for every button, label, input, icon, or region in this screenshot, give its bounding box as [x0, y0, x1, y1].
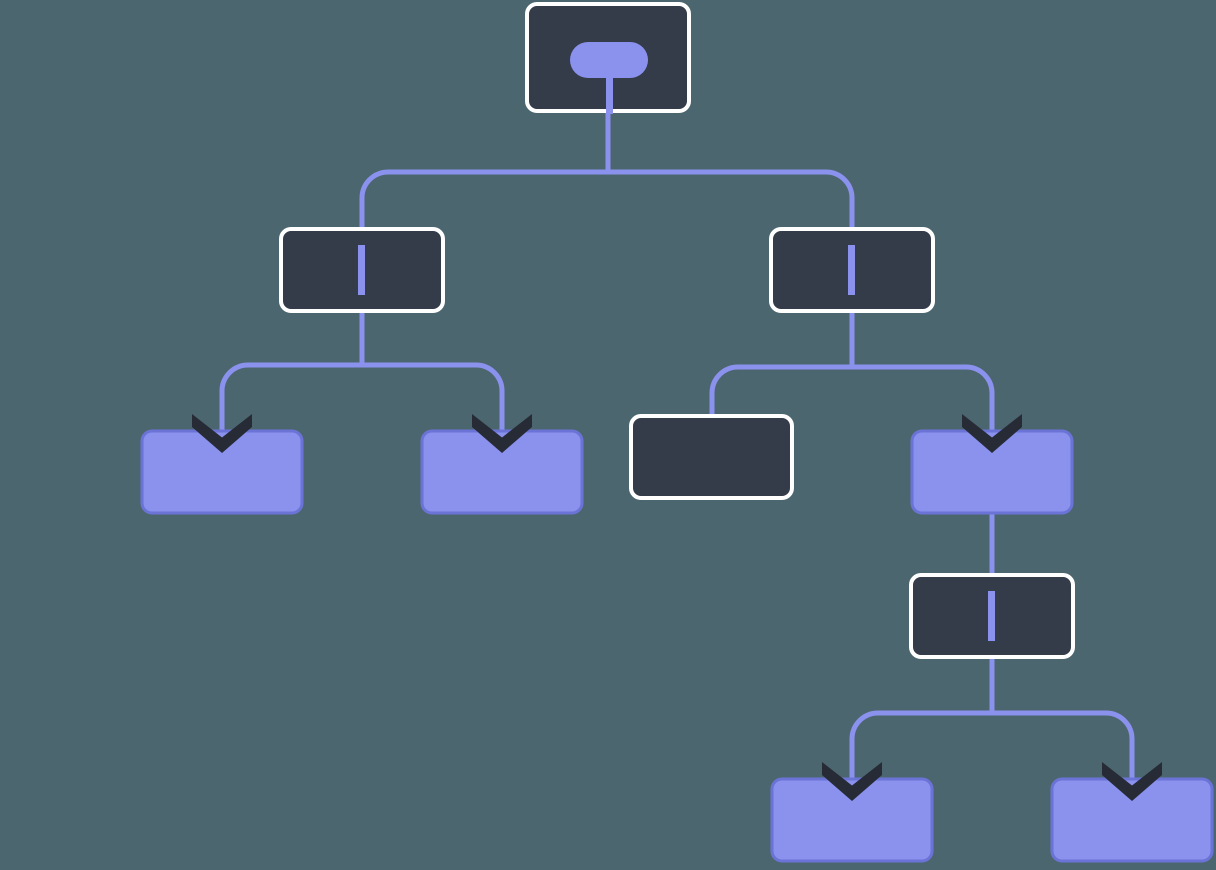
connector-segment-left-branch — [709, 364, 852, 440]
arrowhead-arrow-l3-leaf-2 — [472, 414, 532, 453]
node-body-l3-leaf-2[interactable] — [420, 429, 584, 515]
connector-l4-to-l5 — [849, 657, 1135, 788]
node-inner-line-l4-dark — [988, 591, 995, 641]
node-inner-stem-root — [606, 74, 613, 114]
connector-segment-right-branch — [992, 710, 1135, 788]
node-inner-line-l2-left — [358, 245, 365, 295]
connector-l2-right-to-children — [709, 311, 995, 440]
connector-l2-left-to-leaves — [219, 311, 505, 440]
arrowhead-arrow-l5-leaf-1 — [822, 762, 882, 801]
arrowhead-arrow-l3-leaf-1 — [192, 414, 252, 453]
connector-overlay-layer — [358, 42, 995, 641]
arrowhead-arrow-l3-purple-branch — [962, 414, 1022, 453]
connector-segment-right-branch — [852, 364, 995, 440]
connectors-layer — [219, 111, 1135, 788]
connector-segment-left-branch — [219, 362, 362, 440]
connector-root-to-level2 — [359, 111, 855, 229]
nodes-layer — [140, 2, 1214, 863]
node-inner-pill-root — [570, 42, 648, 78]
node-inner-line-l2-right — [848, 245, 855, 295]
node-l3-leaf-2[interactable] — [420, 429, 584, 515]
node-l5-leaf-2[interactable] — [1050, 777, 1214, 863]
node-body-l5-leaf-2[interactable] — [1050, 777, 1214, 863]
node-l3-leaf-1[interactable] — [140, 429, 304, 515]
node-l3-purple-branch[interactable] — [910, 429, 1074, 515]
node-body-l5-leaf-1[interactable] — [770, 777, 934, 863]
node-body-l3-purple-branch[interactable] — [910, 429, 1074, 515]
connector-segment-left-branch — [849, 710, 992, 788]
node-l5-leaf-1[interactable] — [770, 777, 934, 863]
connector-segment-right-branch — [608, 169, 855, 229]
arrowheads-layer — [192, 414, 1162, 801]
connector-segment-left-branch — [359, 169, 608, 229]
node-body-l3-leaf-1[interactable] — [140, 429, 304, 515]
connector-segment-right-branch — [362, 362, 505, 440]
node-l3-dark[interactable] — [629, 414, 794, 500]
node-body-l3-dark[interactable] — [629, 414, 794, 500]
arrowhead-arrow-l5-leaf-2 — [1102, 762, 1162, 801]
